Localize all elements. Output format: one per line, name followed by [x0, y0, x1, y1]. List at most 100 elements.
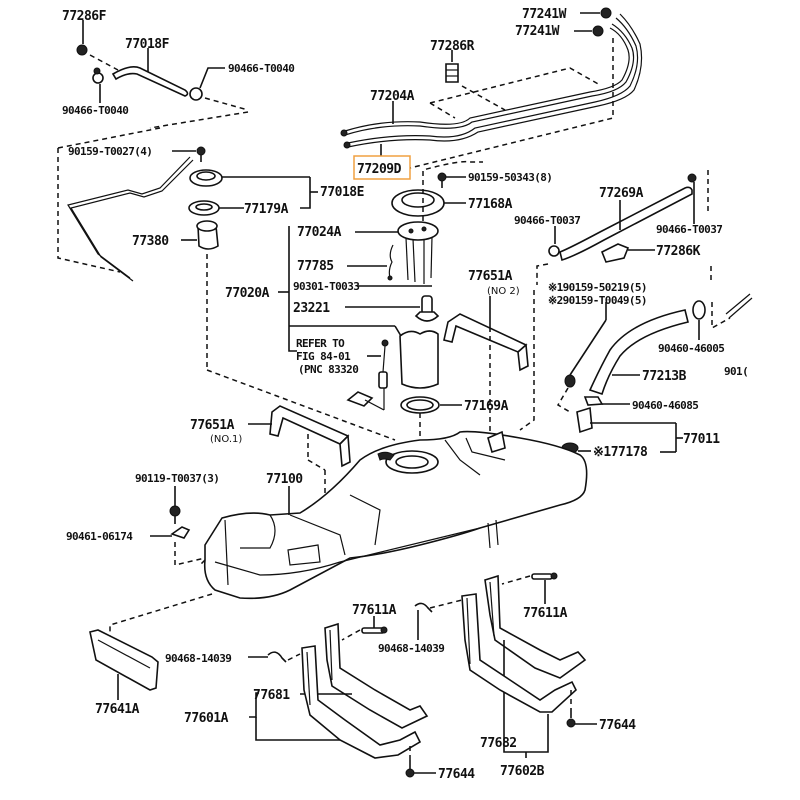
label-77018F[interactable]: 77018F [125, 37, 170, 52]
part-77286K-clip[interactable] [600, 243, 655, 263]
part-90466-T0037-clamp-a[interactable] [548, 226, 560, 257]
part-77018E-retainer[interactable] [189, 169, 310, 187]
label-90159-50219[interactable]: ※190159-50219(5) [548, 281, 648, 294]
label-90466-T0040-b[interactable]: 90466-T0040 [228, 62, 295, 75]
highlight-box-77209D [353, 155, 411, 180]
part-90466-T0040-clamp-b[interactable] [189, 67, 225, 101]
part-90468-14039-clip-a[interactable] [248, 651, 287, 663]
label-90466-T0037-a[interactable]: 90466-T0037 [514, 214, 581, 227]
part-filler-pipe-stub[interactable] [725, 293, 753, 319]
part-90468-14039-clip-b[interactable] [414, 602, 433, 640]
label-77651A-no1[interactable]: 77651A [190, 418, 235, 433]
part-77241W-clip-a[interactable] [580, 7, 612, 19]
part-77169A-gasket[interactable] [400, 396, 462, 414]
label-77018E[interactable]: 77018E [320, 185, 364, 200]
part-77011-filler-pipe-assy[interactable] [576, 406, 683, 452]
part-77611A-bolt-b[interactable] [531, 572, 558, 604]
label-77213B[interactable]: 77213B [642, 369, 687, 384]
label-77020A[interactable]: 77020A [225, 286, 270, 301]
label-77024A[interactable]: 77024A [297, 225, 342, 240]
label-90461-06174[interactable]: 90461-06174 [66, 530, 134, 543]
part-77601A-strap[interactable] [301, 645, 422, 759]
part-fuel-return-pipe[interactable] [67, 156, 194, 282]
label-77644-b[interactable]: 77644 [599, 718, 637, 733]
part-77644-bolt-b[interactable] [566, 690, 597, 728]
label-90159-T0027[interactable]: 90159-T0027(4) [68, 145, 153, 158]
part-77651A-no1-band[interactable] [248, 405, 351, 468]
label-77286R[interactable]: 77286R [430, 39, 475, 54]
part-77018F-hose[interactable] [111, 48, 189, 97]
part-77179A-gasket[interactable] [188, 177, 318, 216]
label-77241W-b[interactable]: 77241W [515, 24, 560, 39]
label-77269A[interactable]: 77269A [599, 186, 644, 201]
part-77644-bolt-a[interactable] [405, 746, 436, 778]
part-77785-wire[interactable] [347, 244, 394, 281]
label-77169A[interactable]: 77169A [464, 399, 509, 414]
part-90460-46085-clamp[interactable] [583, 396, 630, 406]
part-77682-strap[interactable] [484, 574, 587, 742]
part-77213B-filler-hose[interactable] [588, 309, 689, 396]
part-90466-T0037-clamp-b[interactable] [687, 173, 697, 224]
label-refer-pnc: (PNC 83320 [298, 363, 358, 376]
label-90119-T0037[interactable]: 90119-T0037(3) [135, 472, 220, 485]
part-90461-06174-clip[interactable] [150, 526, 191, 539]
label-77644-a[interactable]: 77644 [438, 767, 476, 782]
label-77241W-a[interactable]: 77241W [522, 7, 567, 22]
label-77611A-b[interactable]: 77611A [523, 606, 568, 621]
label-77641A[interactable]: 77641A [95, 702, 140, 717]
label-77168A[interactable]: 77168A [468, 197, 513, 212]
label-177178[interactable]: ※177178 [593, 445, 649, 460]
label-77209D[interactable]: 77209D [357, 162, 402, 177]
part-23221-fuel-pump[interactable] [345, 295, 440, 322]
part-90460-46005-clamp[interactable] [692, 300, 706, 340]
label-77380[interactable]: 77380 [132, 234, 170, 249]
label-90468-14039-a[interactable]: 90468-14039 [165, 652, 232, 665]
label-77682[interactable]: 77682 [480, 736, 517, 751]
part-77286F-clip[interactable] [76, 20, 88, 56]
part-90159-50343-screw[interactable] [437, 172, 466, 188]
part-77602B-strap[interactable] [461, 593, 577, 758]
part-77100-fuel-tank[interactable] [203, 430, 588, 600]
part-77024A-gage-assembly[interactable] [355, 221, 439, 284]
label-90466-T0037-b[interactable]: 90466-T0037 [656, 223, 723, 236]
label-77681[interactable]: 77681 [253, 688, 291, 703]
part-90466-T0040-clamp-a[interactable] [92, 67, 104, 103]
label-77179A[interactable]: 77179A [244, 202, 289, 217]
label-77100[interactable]: 77100 [266, 472, 304, 487]
label-23221[interactable]: 23221 [293, 301, 331, 316]
part-77641A-protector[interactable] [89, 629, 159, 700]
label-77651A-no2[interactable]: 77651A [468, 269, 513, 284]
label-77286K[interactable]: 77286K [656, 244, 701, 259]
part-sender-gauge-float[interactable] [346, 339, 389, 411]
label-77286F[interactable]: 77286F [62, 9, 107, 24]
label-90460-46005[interactable]: 90460-46005 [658, 342, 725, 355]
part-77611A-bolt-a[interactable] [361, 616, 388, 634]
label-9010-partial[interactable]: 901( [724, 365, 749, 378]
part-77651A-no2-band[interactable] [443, 296, 529, 372]
label-77611A-a[interactable]: 77611A [352, 603, 397, 618]
label-90460-46085[interactable]: 90460-46085 [632, 399, 699, 412]
label-90159-T0049[interactable]: ※290159-T0049(5) [548, 294, 648, 307]
part-77241W-clip-b[interactable] [574, 25, 604, 37]
label-no1: (NO.1) [210, 434, 242, 445]
label-refer-to: REFER TO [296, 337, 345, 350]
part-fuel-pump-cup[interactable] [399, 330, 439, 389]
label-90159-50343[interactable]: 90159-50343(8) [468, 171, 553, 184]
label-77204A[interactable]: 77204A [370, 89, 415, 104]
label-90466-T0040-a[interactable]: 90466-T0040 [62, 104, 129, 117]
label-90468-14039-b[interactable]: 90468-14039 [378, 642, 445, 655]
part-77286R-clip[interactable] [445, 50, 459, 83]
label-77785[interactable]: 77785 [297, 259, 334, 274]
part-77380-filter[interactable] [181, 220, 219, 250]
part-90119-T0037-bolt[interactable] [169, 486, 181, 524]
label-90301-T0033[interactable]: 90301-T0033 [293, 280, 360, 293]
label-77011[interactable]: 77011 [683, 432, 721, 447]
part-90159-grommet[interactable] [564, 374, 576, 388]
label-refer-fig[interactable]: FIG 84-01 [296, 350, 352, 363]
label-77601A[interactable]: 77601A [184, 711, 229, 726]
part-77168A-retainer-ring[interactable] [391, 189, 466, 217]
part-77269A-breather-hose[interactable] [559, 186, 693, 262]
label-77602B[interactable]: 77602B [500, 764, 545, 779]
part-90159-T0027-screw[interactable] [172, 146, 206, 162]
